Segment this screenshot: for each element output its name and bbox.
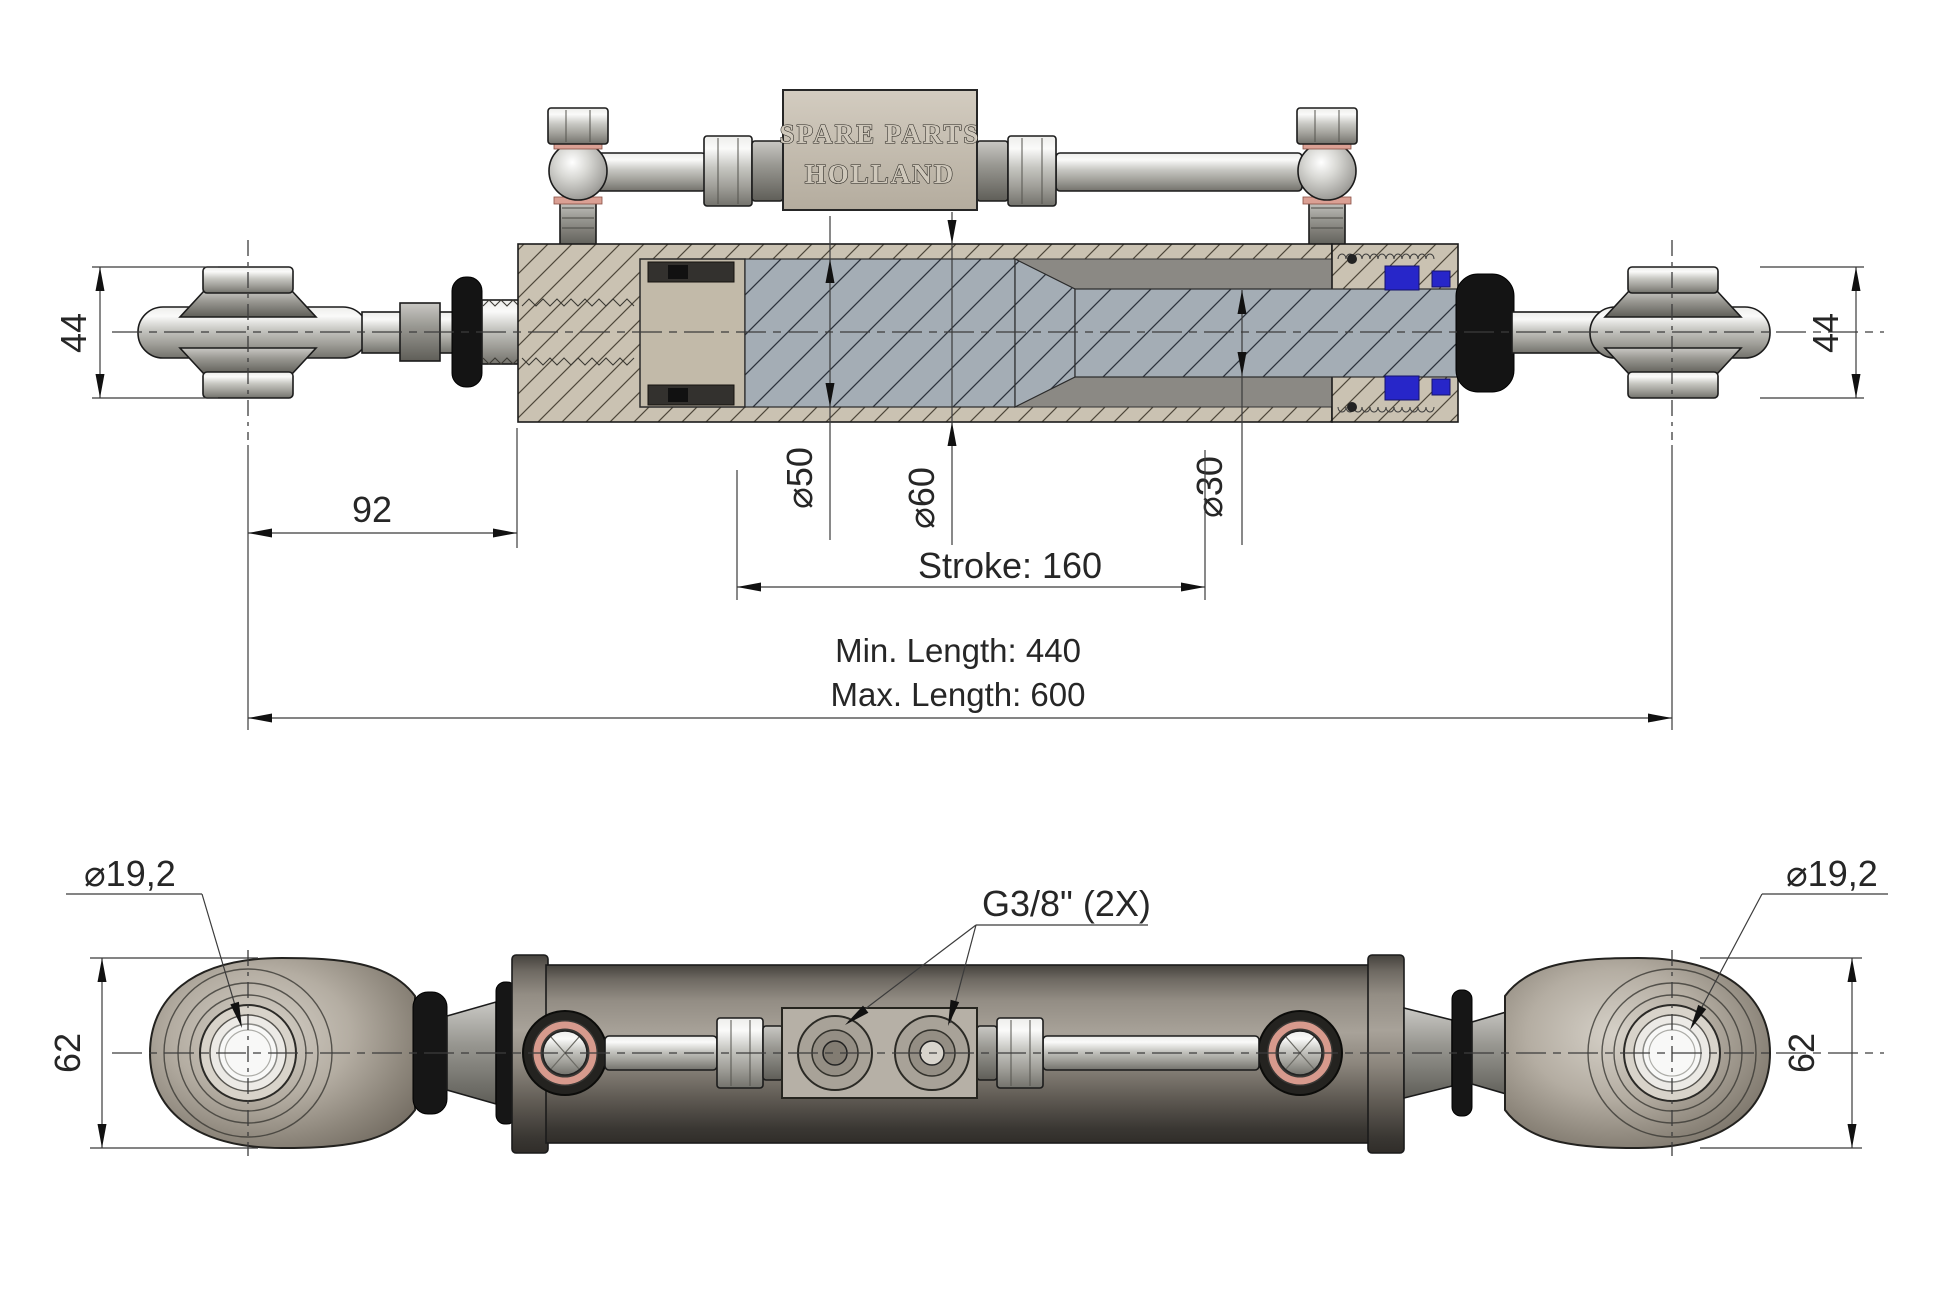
fitting-collar-left — [751, 140, 784, 202]
plate-text-line1: SPARE PARTS — [780, 119, 981, 149]
upper-plumbing: SPARE PARTS HOLLAND — [547, 89, 1358, 247]
barrel-flange-right — [1367, 954, 1405, 1154]
hydraulic-pipe-left — [595, 152, 707, 192]
label-ports-g38: G3/8" (2X) — [982, 883, 1151, 924]
piston-head — [639, 258, 746, 408]
banjo-nut — [1296, 107, 1358, 145]
ball-pin-cap-top — [1627, 266, 1719, 294]
elbow-ball — [1297, 141, 1357, 201]
cylinder-plan — [511, 954, 1521, 1154]
section-centerlines — [112, 240, 1884, 440]
head-thread — [521, 357, 635, 366]
dim-dia-19-left: ⌀19,2 — [84, 853, 176, 894]
piston-50-section — [744, 258, 1016, 408]
rod-boot — [1455, 273, 1515, 393]
head-thread — [521, 298, 635, 307]
rod-seal-blue — [1384, 375, 1420, 401]
dim-dia-19-right: ⌀19,2 — [1786, 853, 1878, 894]
hydraulic-pipe-right — [1055, 152, 1303, 192]
port-block — [781, 1007, 978, 1099]
banjo-nut — [547, 107, 609, 145]
name-plate: SPARE PARTS HOLLAND — [779, 89, 981, 211]
section-view: SPARE PARTS HOLLAND — [53, 89, 1884, 730]
dim-stroke: Stroke: 160 — [918, 545, 1102, 586]
banjo-elbow-right — [1296, 107, 1358, 247]
piston-seal-top — [647, 261, 735, 283]
plan-view: ⌀19,2 62 ⌀19,2 62 G3/8" (2X) — [47, 853, 1888, 1156]
plan-centerlines — [112, 950, 1884, 1156]
banjo-elbow-left — [547, 107, 609, 247]
dim-62-right: 62 — [1781, 1033, 1822, 1073]
piston-seal-bottom — [647, 384, 735, 406]
dim-min-length: Min. Length: 440 — [835, 632, 1081, 669]
rod-30-section — [1074, 288, 1461, 378]
dim-max-length: Max. Length: 600 — [830, 676, 1085, 713]
section-dimensions: 44 44 ⌀50 ⌀60 ⌀30 — [53, 212, 1864, 730]
cylinder-section — [517, 243, 1515, 423]
wiper-seal-blue — [1431, 270, 1451, 288]
fitting-collar-right — [976, 140, 1009, 202]
dim-dia-30: ⌀30 — [1189, 456, 1230, 518]
compression-fitting-left — [703, 135, 753, 207]
dim-dia-60: ⌀60 — [901, 467, 942, 529]
dim-dia-50: ⌀50 — [779, 447, 820, 509]
dim-44-left: 44 — [53, 313, 94, 353]
ball-pin-cap-bottom — [1627, 371, 1719, 399]
compression-fitting-right — [1007, 135, 1057, 207]
plan-dimensions: ⌀19,2 62 ⌀19,2 62 G3/8" (2X) — [47, 853, 1888, 1149]
rod-seal-blue — [1384, 265, 1420, 291]
elbow-ball — [548, 141, 608, 201]
dim-62-left: 62 — [47, 1033, 88, 1073]
wiper-seal-blue — [1431, 378, 1451, 396]
dim-44-right: 44 — [1805, 313, 1846, 353]
dim-92: 92 — [352, 489, 392, 530]
plate-text-line2: HOLLAND — [805, 159, 956, 189]
